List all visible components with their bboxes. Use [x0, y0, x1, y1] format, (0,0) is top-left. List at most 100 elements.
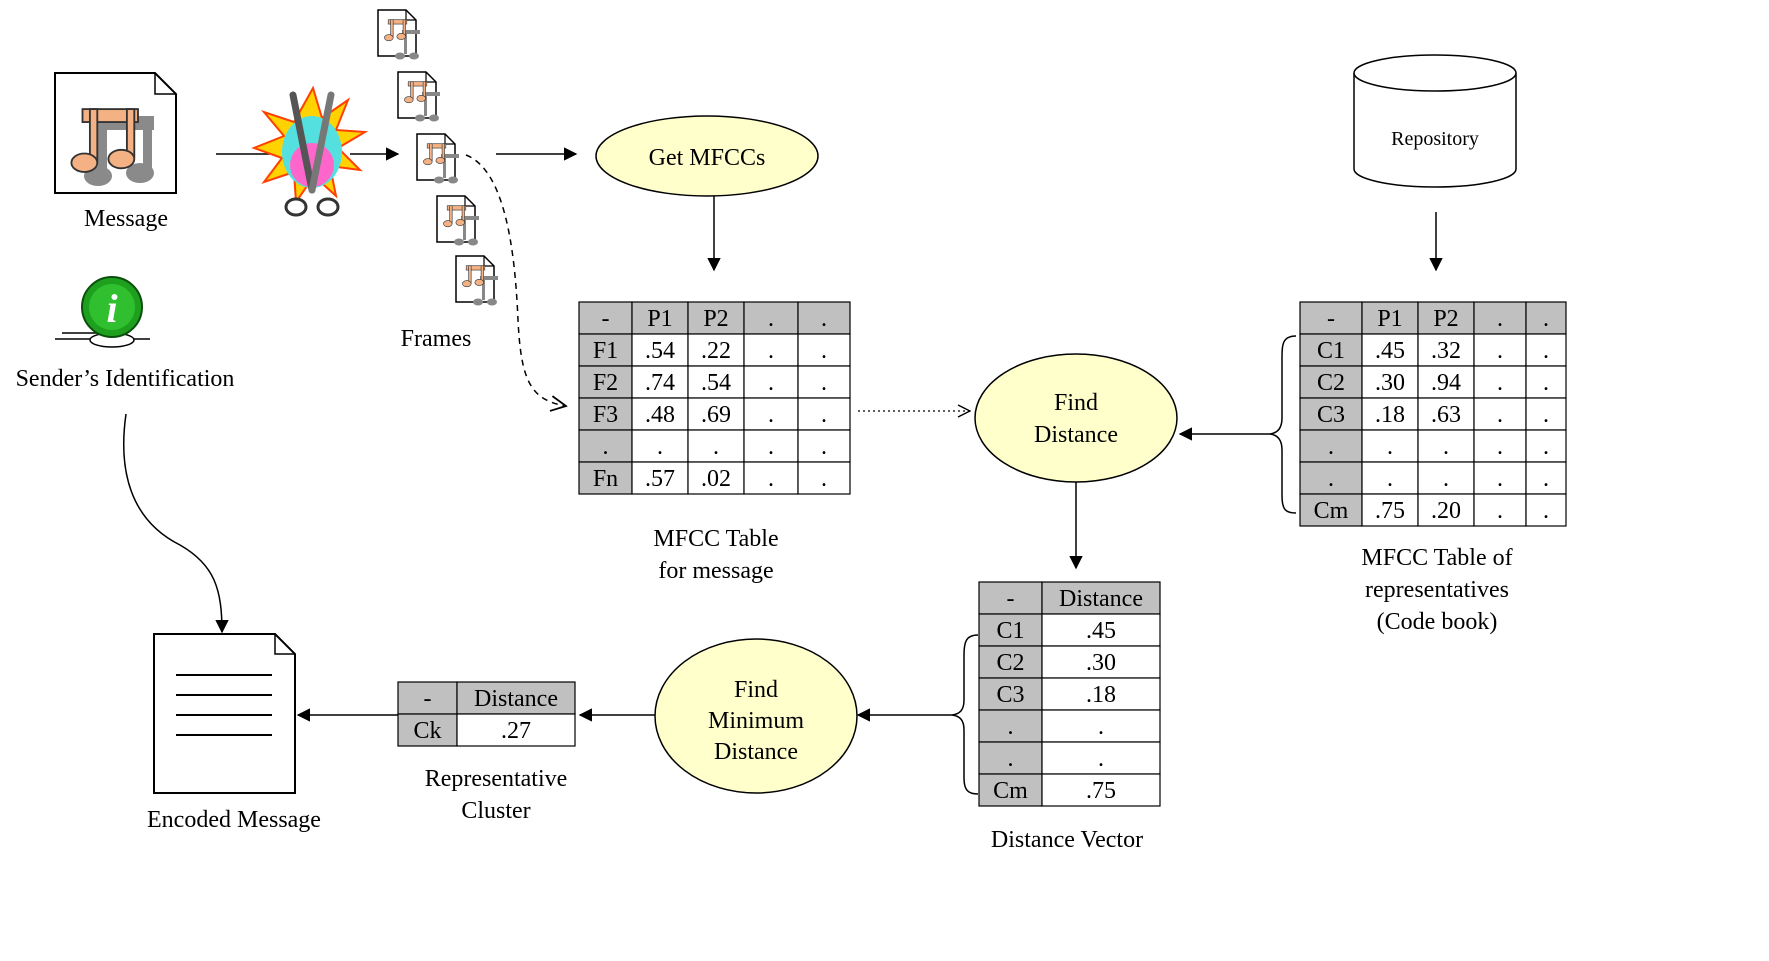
table-cell-text: .18	[1086, 682, 1116, 708]
find-minimum-distance-process: Find Minimum Distance	[654, 638, 858, 794]
table-cell-text: .	[768, 466, 774, 492]
table-header-cell	[687, 301, 745, 335]
table-cell-text: .	[1543, 466, 1549, 492]
table-header-text: .	[1543, 306, 1549, 332]
message-icon	[54, 72, 177, 194]
table-cell	[978, 677, 1043, 711]
table-cell-text: F1	[593, 338, 618, 364]
encoded-message-label: Encoded Message	[147, 807, 321, 833]
table-cell-text: .	[1543, 370, 1549, 396]
table-header-cell	[743, 301, 799, 335]
table-cell-text: C1	[996, 618, 1024, 644]
table-cell-text: .22	[701, 338, 731, 364]
table-cell-text: .20	[1431, 498, 1461, 524]
table-header-text: -	[1327, 306, 1335, 332]
table-cell	[1473, 429, 1527, 463]
table-header-text: Distance	[474, 686, 558, 712]
table-cell	[978, 645, 1043, 679]
table-cell	[1299, 461, 1363, 495]
table-cell	[631, 461, 689, 495]
table-header-text: P2	[703, 306, 728, 332]
table-cell-text: .	[821, 466, 827, 492]
frames-group	[378, 10, 498, 306]
codebook-caption-line2: representatives	[1365, 577, 1509, 603]
arrow-sender-to-encoded	[123, 413, 229, 634]
table-cell-text: .74	[645, 370, 675, 396]
repository-database-icon: Repository	[1353, 54, 1517, 188]
table-cell	[1417, 397, 1475, 431]
table-header-cell	[978, 581, 1043, 615]
table-cell	[687, 397, 745, 431]
distance-vector-brace	[951, 634, 979, 795]
table-cell-text: .	[1387, 466, 1393, 492]
table-cell-text: .	[1497, 370, 1503, 396]
table-cell-text: .	[1543, 498, 1549, 524]
table-cell-text: .	[657, 434, 663, 460]
table-header-cell	[797, 301, 851, 335]
table-cell	[1299, 365, 1363, 399]
table-cell-text: .27	[501, 718, 531, 744]
find-distance-label-line2: Distance	[1034, 422, 1118, 448]
table-cell	[578, 365, 633, 399]
table-cell	[1041, 677, 1161, 711]
table-cell-text: .02	[701, 466, 731, 492]
table-header-cell	[631, 301, 689, 335]
table-cell-text: .54	[645, 338, 675, 364]
table-header-text: -	[602, 306, 610, 332]
table-cell	[456, 713, 576, 747]
table-cell-text: .	[821, 338, 827, 364]
find-min-label-line2: Minimum	[708, 708, 804, 734]
table-cell-text: .	[1328, 434, 1334, 460]
table-cell-text: Cm	[993, 778, 1028, 804]
mfcc-table-caption-line2: for message	[658, 558, 773, 584]
table-cell	[631, 429, 689, 463]
table-cell-text: .	[768, 402, 774, 428]
frame-icon	[456, 256, 498, 306]
table-cell	[743, 397, 799, 431]
table-cell-text: .	[1497, 402, 1503, 428]
table-cell	[1525, 397, 1567, 431]
table-header-text: .	[768, 306, 774, 332]
scissors-burst-icon	[251, 85, 369, 217]
table-cell	[1525, 365, 1567, 399]
table-cell-text: .	[768, 370, 774, 396]
table-cell	[1299, 493, 1363, 527]
table-cell	[1525, 493, 1567, 527]
table-cell-text: .	[1098, 714, 1104, 740]
table-cell	[797, 333, 851, 367]
find-distance-label-line1: Find	[1054, 390, 1098, 416]
table-cell-text: .	[1098, 746, 1104, 772]
frame-icon	[437, 196, 479, 246]
table-cell	[1299, 333, 1363, 367]
table-cell-text: Ck	[413, 718, 441, 744]
table-header-text: Distance	[1059, 586, 1143, 612]
table-cell-text: .63	[1431, 402, 1461, 428]
table-header-text: .	[821, 306, 827, 332]
table-cell-text: .	[1443, 434, 1449, 460]
representative-caption-line2: Cluster	[461, 798, 530, 824]
table-cell	[1041, 645, 1161, 679]
table-cell-text: Fn	[593, 466, 618, 492]
table-cell	[1361, 365, 1419, 399]
table-cell-text: .	[821, 434, 827, 460]
representative-caption-line1: Representative	[425, 766, 568, 792]
table-cell	[797, 461, 851, 495]
encoded-message-document-icon	[153, 633, 296, 794]
table-cell-text: .	[1387, 434, 1393, 460]
table-cell	[631, 365, 689, 399]
table-cell	[631, 333, 689, 367]
table-cell	[687, 429, 745, 463]
table-header-text: -	[424, 686, 432, 712]
table-header-text: .	[1497, 306, 1503, 332]
find-min-label-line1: Find	[734, 677, 778, 703]
table-cell-text: .48	[645, 402, 675, 428]
table-cell-text: Cm	[1314, 498, 1349, 524]
table-cell	[1299, 429, 1363, 463]
table-header-text: P1	[1377, 306, 1402, 332]
repository-label: Repository	[1391, 128, 1479, 150]
table-cell	[397, 713, 458, 747]
table-cell-text: .	[1497, 498, 1503, 524]
table-cell	[1417, 365, 1475, 399]
